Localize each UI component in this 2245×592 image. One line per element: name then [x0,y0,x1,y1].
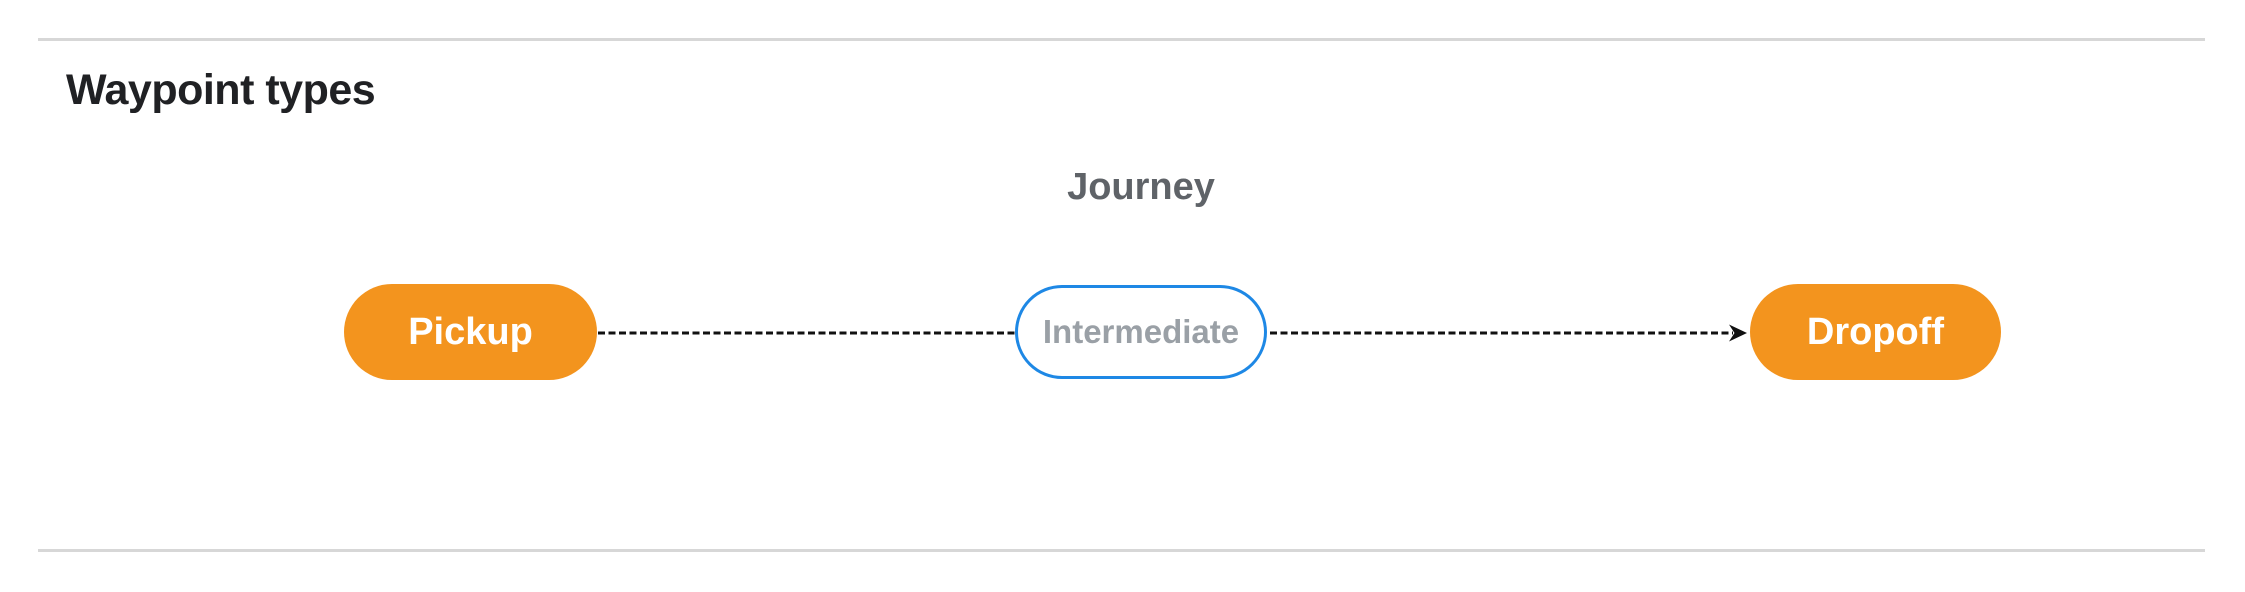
bottom-divider [38,549,2205,552]
node-intermediate-label: Intermediate [1042,313,1240,350]
node-dropoff-label: Dropoff [1806,310,1945,353]
node-pickup: Pickup [344,284,597,380]
node-dropoff: Dropoff [1750,284,2001,380]
section-title: Waypoint types [66,66,376,114]
node-intermediate: Intermediate [1015,285,1267,379]
journey-label: Journey [1067,166,1215,208]
node-pickup-label: Pickup [408,310,533,353]
arrowhead-icon [1729,324,1747,342]
top-divider [38,38,2205,41]
